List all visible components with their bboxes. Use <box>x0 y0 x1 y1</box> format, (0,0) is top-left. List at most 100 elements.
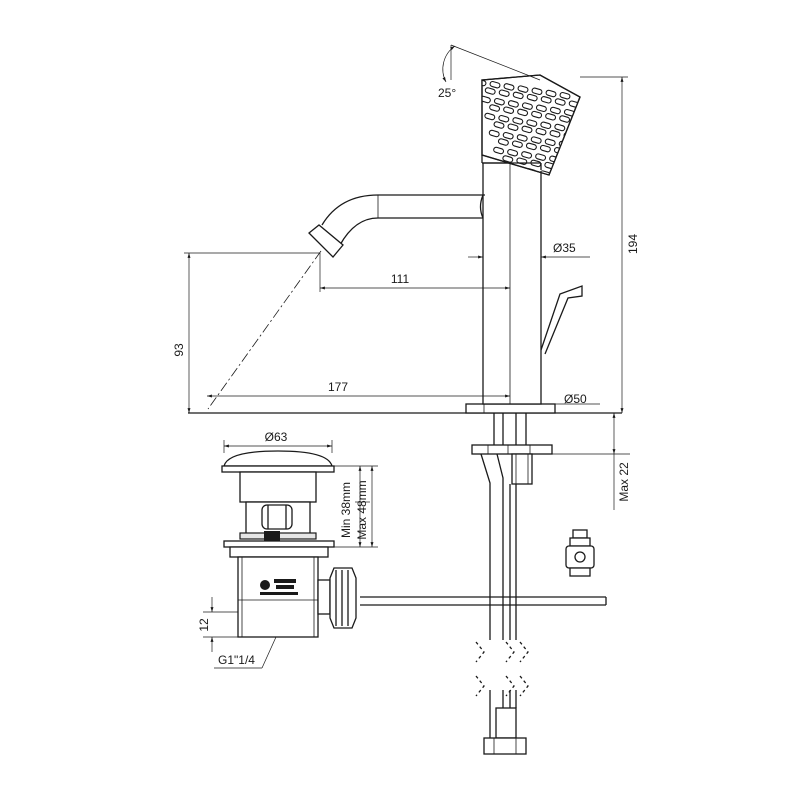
perforation-slot <box>526 119 538 127</box>
perforation-slot <box>497 138 509 146</box>
perforation-slot <box>502 131 514 140</box>
waste-spring-window <box>261 504 293 530</box>
perforation-slot <box>482 78 487 87</box>
perforation-slot <box>530 136 542 144</box>
perforation-slot <box>489 80 501 89</box>
perforation-slot <box>545 89 557 98</box>
hose-left <box>480 453 491 640</box>
angle-arc <box>442 45 456 83</box>
perforation-slot <box>521 125 533 134</box>
break-mark <box>475 641 485 663</box>
water-stream-line <box>207 250 322 410</box>
hose-left-inner <box>496 453 504 640</box>
angle-label: 25° <box>438 86 456 100</box>
perforation-slot <box>540 96 552 104</box>
thread-height-label: 12 <box>197 618 211 632</box>
waste-overflow-nut <box>329 567 357 629</box>
perforation-slot <box>507 148 519 157</box>
perforation-slot <box>577 134 580 142</box>
perforation-slot <box>549 130 561 138</box>
waste-collar <box>239 471 317 503</box>
waste-body <box>237 556 319 638</box>
perforation-slot <box>535 153 547 161</box>
perforation-slot <box>586 168 597 176</box>
perforation-slot <box>535 127 547 136</box>
perforation-slot <box>573 117 580 125</box>
perforation-slot <box>489 104 501 112</box>
perforation-slot <box>498 114 510 123</box>
reach-label: 111 <box>391 272 410 286</box>
perforation-slot <box>553 172 565 175</box>
hose-connector-nut <box>483 737 527 755</box>
spout-bottom-edge <box>339 217 483 246</box>
perforation-slot <box>540 121 552 130</box>
perforation-slot <box>559 115 571 123</box>
perforation-slot <box>493 97 505 106</box>
mounting-assembly: Max 22 <box>360 413 631 755</box>
waste-min-label: Min 38mm <box>339 482 353 538</box>
perforation-slot <box>572 142 580 151</box>
perforation-slot <box>577 159 580 168</box>
perforation-slot <box>568 125 580 134</box>
base-flange <box>465 403 556 414</box>
thread-size-leader <box>261 636 277 669</box>
spout-top-edge <box>321 194 485 226</box>
perforation-slot <box>582 151 593 159</box>
mounting-nut <box>511 453 533 485</box>
waste-drain: Ø63 <box>197 430 378 669</box>
perforation-slot <box>535 104 547 113</box>
perforation-slot <box>521 151 533 159</box>
spout-height-label: 93 <box>172 343 186 357</box>
thread-size-label: G1"1/4 <box>218 653 255 667</box>
waste-max-label: Max 48mm <box>355 480 369 539</box>
perforation-slot <box>482 95 491 104</box>
perforation-slot <box>493 121 505 129</box>
body-diameter-label: Ø35 <box>553 241 576 255</box>
perforation-slot <box>521 102 533 110</box>
waste-washer <box>223 540 335 548</box>
spout-joint <box>479 194 484 219</box>
perforation-slot <box>554 98 566 106</box>
perforation-slot <box>512 117 524 125</box>
mounting-plate <box>471 444 553 455</box>
waste-logo-stamp <box>260 579 298 595</box>
perforation-slot <box>498 89 510 97</box>
perforation-slot <box>525 142 537 151</box>
hose-ferrule <box>495 707 517 739</box>
perforation-slot <box>544 138 556 147</box>
perforation-slot <box>567 174 579 175</box>
perforation-slot <box>572 166 580 174</box>
perforation-slot <box>488 129 500 138</box>
perforation-slot <box>545 113 557 121</box>
waste-diameter-label: Ø63 <box>265 430 288 444</box>
angle-ref-line <box>450 44 541 81</box>
perforation-slot <box>517 108 529 117</box>
perforation-slot <box>503 106 515 114</box>
perforation-slot <box>507 100 519 108</box>
clevis-fitting <box>565 529 595 577</box>
perforation-slot <box>526 93 538 102</box>
perforation-slot <box>507 123 519 131</box>
waste-cap <box>223 450 333 467</box>
perforation-slot <box>531 110 543 119</box>
perforation-slot <box>503 83 515 91</box>
perforation-slot <box>549 106 561 115</box>
faucet-body <box>482 162 542 405</box>
perforation-slot <box>511 140 523 148</box>
perforation-slot <box>502 155 514 163</box>
perforation-slot <box>484 112 496 121</box>
perforation-slot <box>484 87 496 95</box>
perforation-slot <box>554 123 566 132</box>
base-diameter-label: Ø50 <box>564 392 587 406</box>
spout-aerator <box>308 224 344 258</box>
perforation-slot <box>563 157 575 166</box>
perforation-slot <box>512 91 524 100</box>
faucet-dimensions: 25° 194 Ø35 111 93 177 Ø50 <box>172 44 640 413</box>
perforation-slot <box>531 87 543 96</box>
perforation-slot <box>517 85 529 93</box>
waste-cap-rim <box>221 465 335 473</box>
lever <box>540 285 583 355</box>
waste-side-outlet <box>317 579 331 615</box>
perforation-slot <box>539 144 551 153</box>
